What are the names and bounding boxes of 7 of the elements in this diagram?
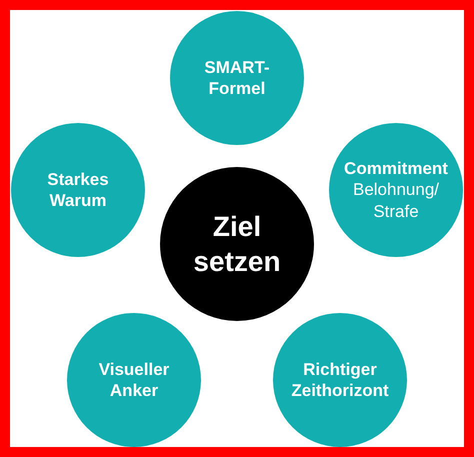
circle-subtext: Belohnung/ Strafe — [352, 179, 440, 222]
circle-label: Ziel setzen — [192, 210, 282, 279]
circle-label: SMART-Formel — [204, 56, 270, 100]
circle-label: Starkes Warum — [46, 168, 110, 212]
circle-label: Richtiger Zeithorizont — [290, 358, 390, 402]
circle-label: Visueller Anker — [98, 358, 170, 402]
circle-label: Commitment — [344, 158, 448, 180]
